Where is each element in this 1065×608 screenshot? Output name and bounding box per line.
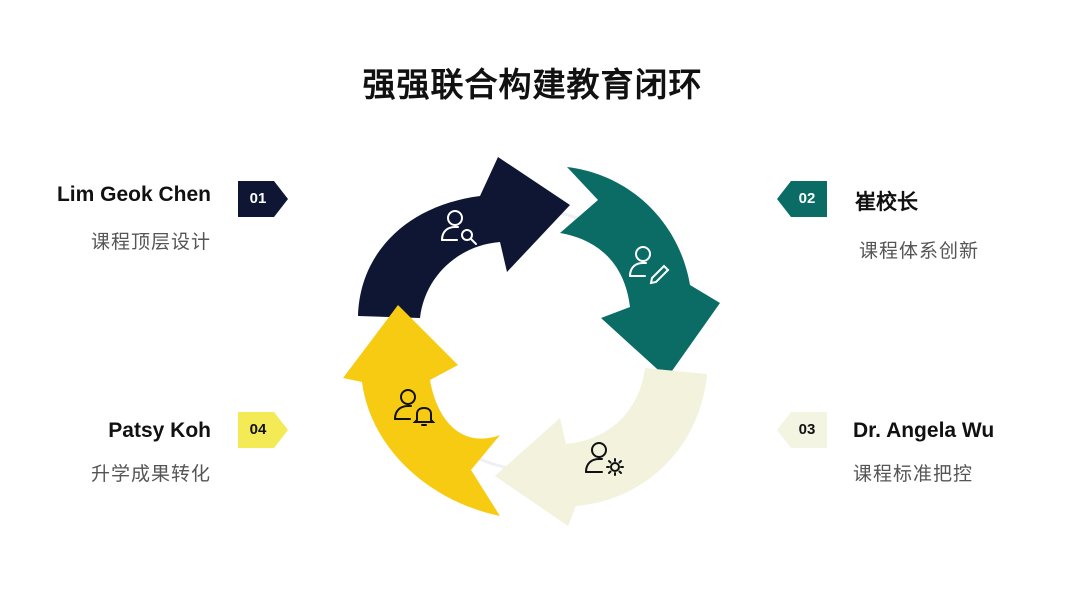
item-04-desc: 升学成果转化	[90, 463, 211, 485]
user-bell-icon	[394, 389, 436, 426]
cycle-arrow-01	[358, 157, 570, 318]
slide-title: 强强联合构建教育闭环	[362, 65, 703, 104]
item-03-desc: 课程标准把控	[853, 463, 974, 485]
user-settings-icon	[585, 442, 624, 476]
cycle-arrow-04	[343, 305, 500, 516]
item-03: Dr. Angela Wu 课程标准把控	[853, 419, 994, 486]
item-04: Patsy Koh 升学成果转化	[91, 419, 211, 486]
cycle-arrow-02	[560, 167, 720, 378]
badge-02: 02	[777, 181, 827, 217]
item-01: Lim Geok Chen 课程顶层设计	[57, 183, 211, 254]
item-01-name: Lim Geok Chen	[56, 183, 211, 206]
item-04-name: Patsy Koh	[108, 419, 211, 442]
item-02-desc: 课程体系创新	[859, 240, 980, 262]
item-02-name: 崔校长	[855, 191, 918, 214]
item-01-desc: 课程顶层设计	[90, 231, 211, 253]
badge-04: 04	[238, 412, 288, 448]
badge-04-number: 04	[249, 421, 267, 438]
user-edit-icon	[629, 246, 670, 285]
badge-03: 03	[777, 412, 827, 448]
item-02: 崔校长 课程体系创新	[855, 186, 979, 263]
badge-03-number: 03	[798, 421, 816, 438]
badge-01: 01	[238, 181, 288, 217]
badge-02-number: 02	[798, 190, 816, 207]
user-search-icon	[441, 210, 477, 245]
item-03-name: Dr. Angela Wu	[853, 419, 995, 442]
cycle-arrow-03	[495, 368, 707, 526]
badge-01-number: 01	[249, 190, 267, 207]
